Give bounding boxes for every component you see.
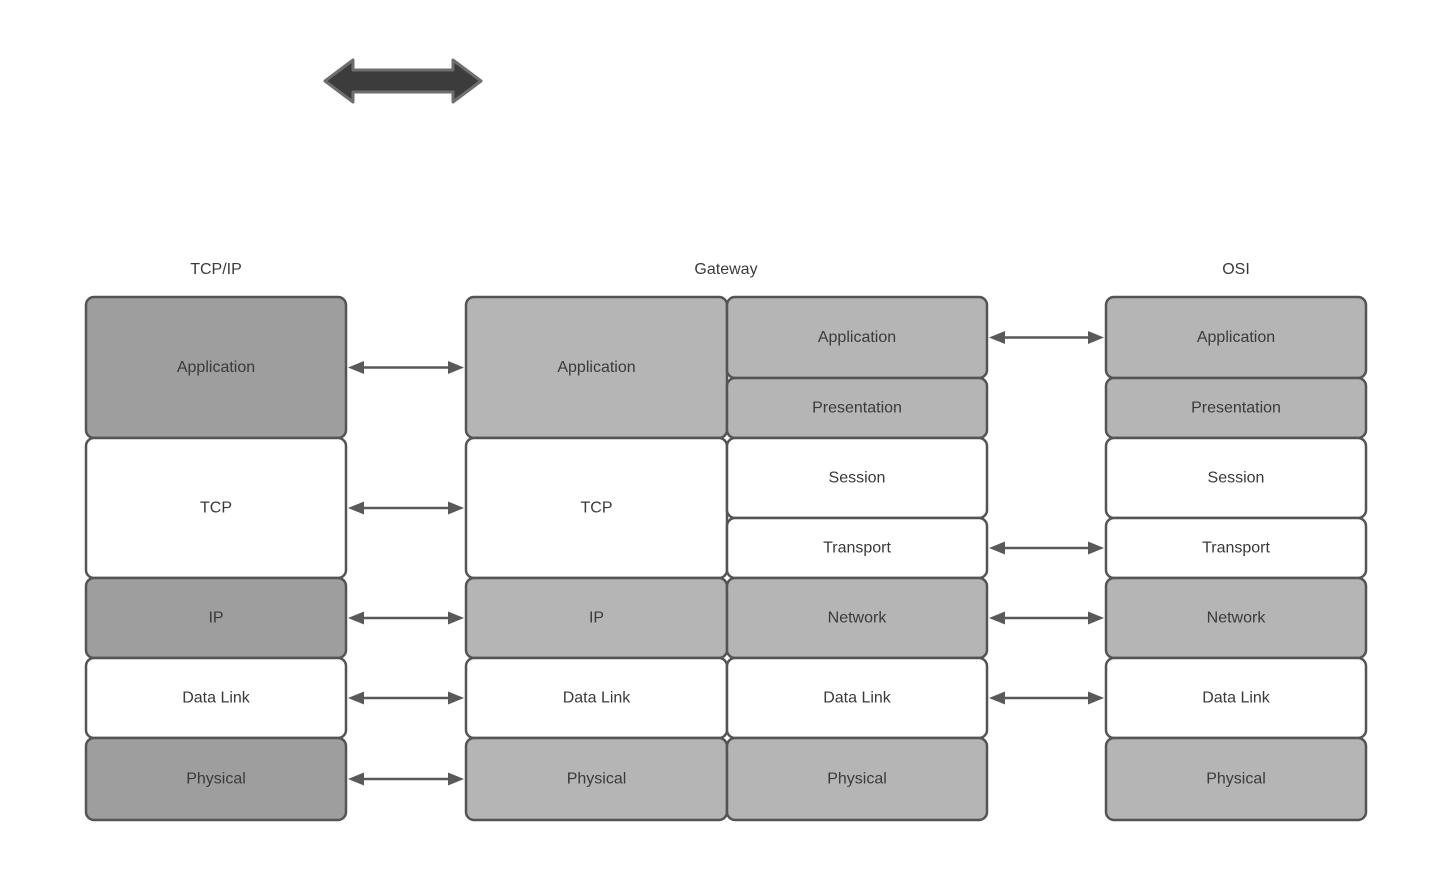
stack-gateway-right: ApplicationPresentationSessionTransportN… [725,295,989,822]
layer-label-gateway-right-presentation: Presentation [812,400,902,417]
layer-label-osi-session: Session [1208,470,1265,487]
layer-label-osi-application: Application [1197,329,1275,346]
arrowhead-left-icon [989,611,1005,625]
connector-tcpip-gateway-application [348,361,464,374]
layer-label-tcpip-physical: Physical [186,771,246,788]
arrowhead-left-icon [989,331,1005,344]
layer-label-tcpip-ip: IP [208,610,223,627]
double-headed-arrow-icon [323,58,483,104]
layer-label-osi-transport: Transport [1202,540,1270,557]
connector-group-tcpip-gateway [348,361,464,786]
layer-label-gateway-right-application: Application [818,329,896,346]
layer-label-osi-network: Network [1207,610,1267,627]
layer-label-gateway-left-physical: Physical [567,771,627,788]
connector-gateway-osi-network [989,611,1104,625]
arrowhead-right-icon [448,501,464,515]
layer-box-tcpip-physical [84,736,348,822]
layer-label-gateway-right-data-link: Data Link [823,690,892,707]
layer-label-osi-presentation: Presentation [1191,400,1281,417]
arrowhead-left-icon [348,691,364,705]
stack-osi: ApplicationPresentationSessionTransportN… [1104,295,1368,822]
layer-label-gateway-left-ip: IP [589,610,604,627]
arrowhead-left-icon [348,361,364,374]
connector-tcpip-gateway-tcp [348,501,464,515]
arrowhead-right-icon [448,691,464,705]
arrowhead-left-icon [989,541,1005,555]
connector-tcpip-gateway-ip [348,611,464,625]
layer-label-gateway-left-application: Application [557,359,635,376]
connector-gateway-osi-transport [989,541,1104,555]
arrowhead-right-icon [1088,331,1104,344]
layer-label-gateway-left-tcp: TCP [581,500,613,517]
connector-tcpip-gateway-physical [348,772,464,786]
layer-label-osi-data-link: Data Link [1202,690,1271,707]
arrowhead-left-icon [348,611,364,625]
arrowhead-left-icon [348,501,364,515]
layer-box-gateway-right-physical [725,736,989,822]
connector-group-gateway-osi [989,331,1104,705]
layer-label-gateway-left-data-link: Data Link [563,690,632,707]
arrowhead-left-icon [348,772,364,786]
column-label-osi: OSI [1222,261,1250,278]
connector-gateway-osi-data-link [989,691,1104,705]
arrowhead-right-icon [448,611,464,625]
connector-gateway-osi-application [989,331,1104,344]
layer-label-gateway-right-physical: Physical [827,771,887,788]
layer-label-osi-physical: Physical [1206,771,1266,788]
layer-label-gateway-right-network: Network [828,610,888,627]
column-label-gateway: Gateway [694,261,757,278]
arrowhead-right-icon [448,772,464,786]
arrowhead-right-icon [448,361,464,374]
arrowhead-right-icon [1088,541,1104,555]
layer-label-tcpip-data-link: Data Link [182,690,251,707]
connector-tcpip-gateway-data-link [348,691,464,705]
layer-label-gateway-right-session: Session [829,470,886,487]
arrowhead-right-icon [1088,611,1104,625]
arrowhead-left-icon [989,691,1005,705]
column-label-tcpip: TCP/IP [190,261,242,278]
layer-label-tcpip-application: Application [177,359,255,376]
layer-label-tcpip-tcp: TCP [200,500,232,517]
arrowhead-right-icon [1088,691,1104,705]
layer-label-gateway-right-transport: Transport [823,540,891,557]
layer-box-osi-physical [1104,736,1368,822]
